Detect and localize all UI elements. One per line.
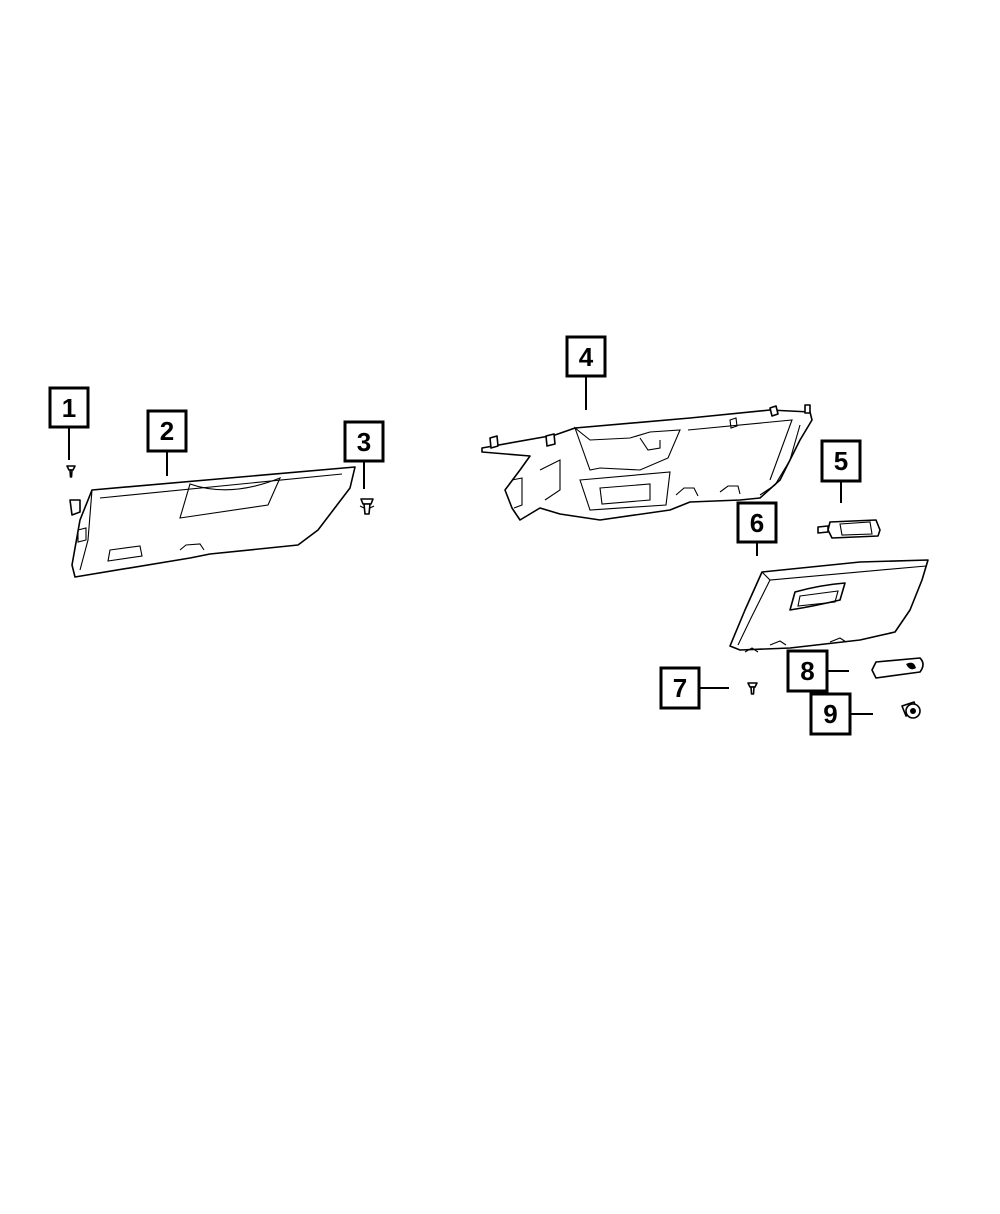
callout-3-label: 3 [357,427,371,457]
part-5-lamp [817,519,881,539]
callout-7: 7 [659,666,701,710]
callout-1: 1 [48,386,90,429]
callout-8-label: 8 [800,656,814,686]
part-9-lock-cylinder [901,701,921,719]
part-4-glovebox-bin [481,404,813,521]
part-1-screw [66,465,76,478]
callout-3: 3 [343,420,385,463]
callout-9: 9 [809,692,852,736]
callout-8: 8 [786,649,829,693]
callout-6: 6 [736,501,778,544]
callout-2: 2 [146,409,188,453]
callout-2-label: 2 [160,416,174,446]
callout-4-label: 4 [579,342,594,372]
callout-7-label: 7 [673,673,687,703]
part-2-lower-cover [69,466,356,578]
callout-5: 5 [820,439,862,483]
callout-4: 4 [565,335,607,378]
part-3-push-pin [359,498,375,515]
part-7-screw [747,682,758,695]
callout-9-label: 9 [823,699,837,729]
callout-5-label: 5 [834,446,848,476]
part-6-glovebox-door [729,559,929,653]
part-8-latch-handle [871,657,924,679]
callout-1-label: 1 [62,393,76,423]
callout-6-label: 6 [750,508,764,538]
